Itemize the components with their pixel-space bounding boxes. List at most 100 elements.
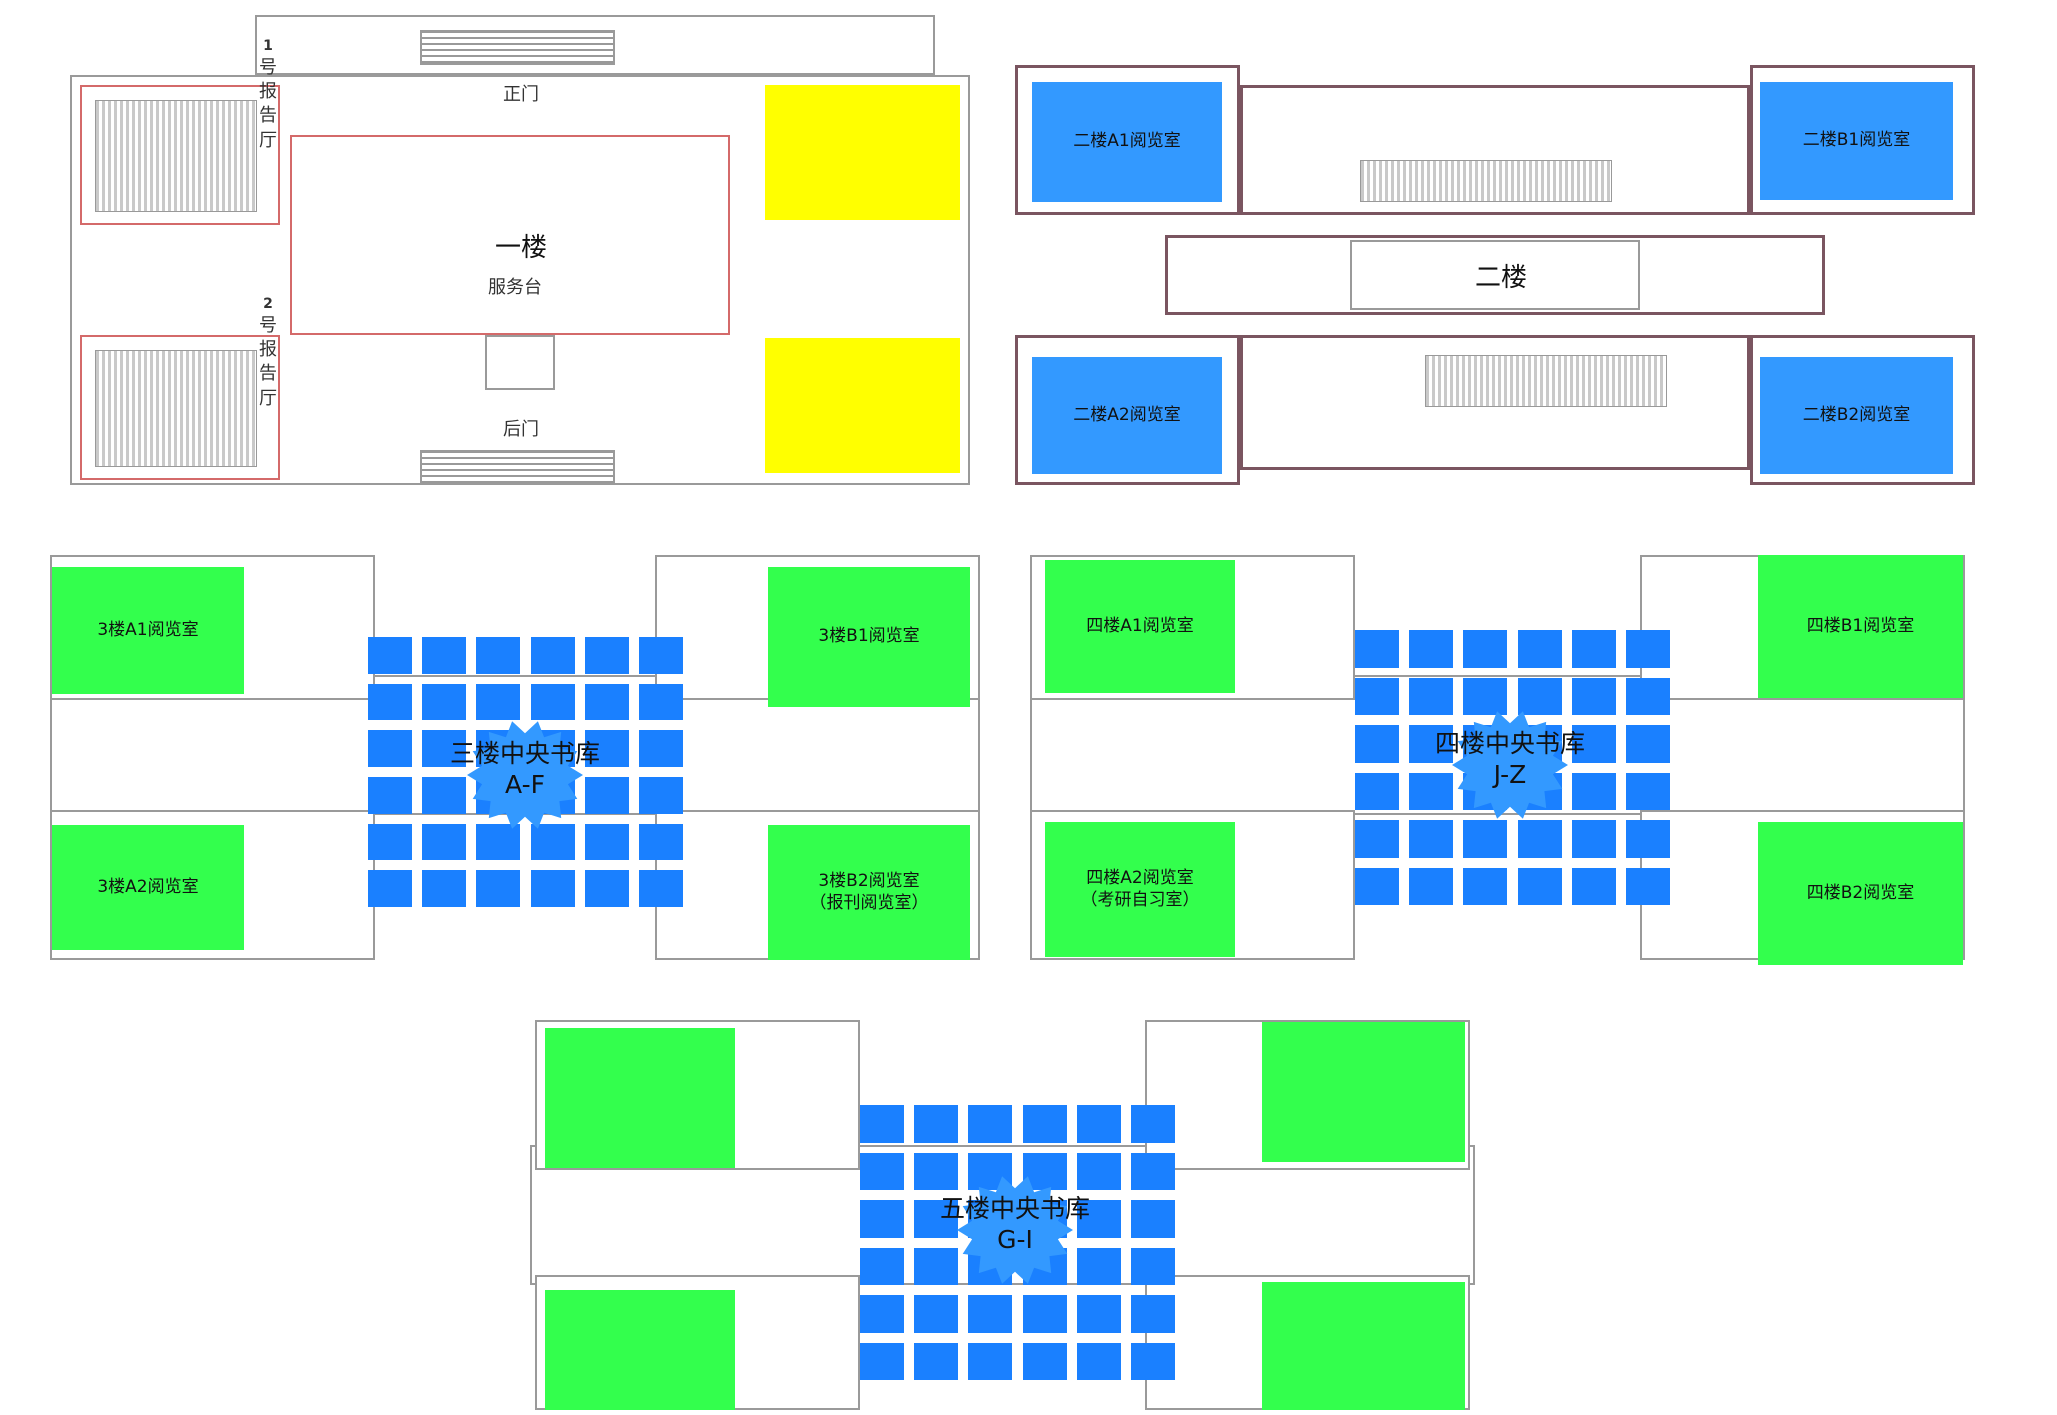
stack-shelf <box>584 777 629 814</box>
stack-shelf <box>1571 725 1616 763</box>
stack-shelf <box>584 637 629 674</box>
stack-shelf <box>1076 1105 1121 1143</box>
floor5-stacks-badge <box>957 1176 1073 1284</box>
stack-shelf <box>368 730 413 767</box>
starburst-shape <box>957 1176 1073 1284</box>
stack-shelf <box>584 730 629 767</box>
stack-shelf <box>1076 1295 1121 1333</box>
floor5-reading-room-a1 <box>545 1028 735 1168</box>
stack-shelf <box>1130 1105 1175 1143</box>
seat-rows-hall-2 <box>95 350 257 467</box>
floor1-east-room-north <box>765 85 960 220</box>
lecture-hall-1-number: 1 <box>263 38 273 54</box>
stack-shelf <box>1355 820 1400 858</box>
stack-shelf <box>1571 677 1616 715</box>
stack-shelf <box>1130 1295 1175 1333</box>
stack-shelf <box>422 777 467 814</box>
stack-shelf <box>530 870 575 907</box>
stack-shelf <box>1517 867 1562 905</box>
stack-shelf <box>860 1247 905 1285</box>
floor3-reading-room-b2: 3楼B2阅览室 （报刊阅览室） <box>768 825 970 960</box>
stack-shelf <box>476 683 521 721</box>
lecture-hall-2-char-3: 告 <box>259 363 277 385</box>
lecture-hall-2-char-2: 报 <box>259 339 277 361</box>
stack-shelf <box>1571 630 1616 668</box>
stack-shelf <box>914 1295 959 1333</box>
stack-shelf <box>914 1342 959 1380</box>
floor4-reading-room-a2-note: （考研自习室） <box>1080 889 1200 910</box>
stack-shelf <box>422 683 467 721</box>
stack-shelf <box>368 683 413 721</box>
stack-shelf <box>422 823 467 861</box>
lecture-hall-1-char-2: 报 <box>259 81 277 103</box>
floor5-stacks-label: 五楼中央书库 G-I <box>940 1193 1090 1256</box>
stack-shelf <box>860 1295 905 1333</box>
stack-shelf <box>422 870 467 907</box>
front-door-label: 正门 <box>503 84 539 105</box>
stack-shelf <box>1625 677 1670 715</box>
floor4-stacks-range: J-Z <box>1493 760 1527 790</box>
stack-shelf <box>1625 820 1670 858</box>
stack-shelf <box>1355 677 1400 715</box>
stack-shelf <box>1571 820 1616 858</box>
stack-shelf <box>1076 1152 1121 1190</box>
floor5-stacks-range: G-I <box>997 1225 1033 1255</box>
stack-shelf <box>968 1105 1013 1143</box>
stack-shelf <box>1409 630 1454 668</box>
stack-shelf <box>1076 1342 1121 1380</box>
stack-shelf <box>1517 677 1562 715</box>
stack-shelf <box>476 823 521 861</box>
service-desk-label: 服务台 <box>488 277 542 298</box>
stack-shelf <box>638 870 683 907</box>
stack-shelf <box>638 730 683 767</box>
floor5-stacks-name: 五楼中央书库 <box>940 1194 1091 1223</box>
floor1-title: 一楼 <box>495 233 548 263</box>
stack-shelf <box>1022 1295 1067 1333</box>
stack-shelf <box>476 637 521 674</box>
floor4-reading-room-b2: 四楼B2阅览室 <box>1758 822 1963 965</box>
stack-shelf <box>1625 772 1670 810</box>
lecture-hall-2-char-1: 号 <box>259 314 277 336</box>
stack-shelf <box>584 823 629 861</box>
back-door-label: 后门 <box>503 419 539 440</box>
stack-shelf <box>1130 1200 1175 1238</box>
stack-shelf <box>1355 630 1400 668</box>
stack-shelf <box>914 1200 959 1238</box>
stack-shelf <box>1355 867 1400 905</box>
stack-shelf <box>1571 867 1616 905</box>
lecture-hall-1-label: 1 号 报 告 厅 <box>258 37 278 153</box>
floor2-reading-room-b1: 二楼B1阅览室 <box>1760 82 1953 200</box>
floor5-reading-room-b2 <box>1262 1282 1465 1410</box>
lecture-hall-2-number: 2 <box>263 296 273 312</box>
stack-shelf <box>1625 725 1670 763</box>
stack-shelf <box>1517 630 1562 668</box>
stack-shelf <box>1355 725 1400 763</box>
floor4-stacks-name: 四楼中央书库 <box>1435 729 1586 758</box>
stack-shelf <box>1409 725 1454 763</box>
stack-shelf <box>368 637 413 674</box>
floor3-reading-room-a1: 3楼A1阅览室 <box>52 567 244 694</box>
stack-shelf <box>860 1105 905 1143</box>
stack-shelf <box>860 1342 905 1380</box>
floor2-north-desks <box>1360 160 1612 202</box>
stack-shelf <box>1625 630 1670 668</box>
floor3-stacks-label: 三楼中央书库 A-F <box>450 738 600 801</box>
floor4-reading-room-a1: 四楼A1阅览室 <box>1045 560 1235 693</box>
floor3-reading-room-b1: 3楼B1阅览室 <box>768 567 970 707</box>
stack-shelf <box>968 1295 1013 1333</box>
stack-shelf <box>914 1247 959 1285</box>
floor2-plan: 二楼A1阅览室 二楼B1阅览室 二楼A2阅览室 二楼B2阅览室 二楼 <box>1015 65 1975 495</box>
stack-shelf <box>914 1105 959 1143</box>
stack-shelf <box>1463 820 1508 858</box>
stack-shelf <box>368 870 413 907</box>
floor2-reading-room-a1: 二楼A1阅览室 <box>1032 82 1222 202</box>
stack-shelf <box>530 823 575 861</box>
stack-shelf <box>476 870 521 907</box>
stack-shelf <box>1076 1247 1121 1285</box>
floor1-east-room-south <box>765 338 960 473</box>
back-stairs <box>420 450 615 485</box>
stack-shelf <box>1409 677 1454 715</box>
stack-shelf <box>1022 1342 1067 1380</box>
stack-shelf <box>1355 772 1400 810</box>
stack-shelf <box>422 730 467 767</box>
